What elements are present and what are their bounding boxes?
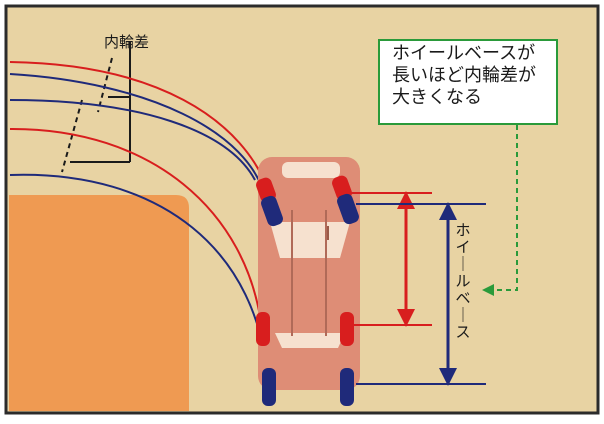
rear-left-wheel-long bbox=[262, 368, 276, 406]
wheelbase-char: ホ bbox=[455, 221, 471, 239]
front-inner-track bbox=[9, 127, 263, 331]
car-body bbox=[258, 157, 360, 390]
rear-outer-track bbox=[9, 99, 256, 181]
callout-line-2: 長いほど内輪差が bbox=[392, 65, 536, 86]
wheelbase-char: ｜ bbox=[455, 306, 471, 324]
car-windshield bbox=[270, 222, 350, 258]
wheelbase-char: ス bbox=[455, 323, 471, 341]
rear-right-wheel-long bbox=[340, 368, 354, 406]
car bbox=[258, 157, 360, 390]
car-rear-window bbox=[275, 333, 345, 348]
wheelbase-label: ホ イ ｜ ル ベ ｜ ス bbox=[452, 222, 474, 341]
wheelbase-char: ベ bbox=[455, 289, 471, 307]
wheelbase-char: ル bbox=[455, 272, 471, 290]
rear-outer-track-2 bbox=[9, 73, 267, 201]
callout-box: ホイールベースが 長いほど内輪差が 大きくなる bbox=[378, 39, 558, 125]
front-left-wheel bbox=[261, 195, 283, 227]
wheelbase-char: イ bbox=[455, 238, 471, 256]
sidewalk-block bbox=[9, 195, 189, 411]
callout-pointer bbox=[482, 125, 518, 296]
dashed-guide-1 bbox=[97, 57, 113, 113]
front-outer-track bbox=[9, 61, 273, 201]
inner-wheel-difference-label: 内輪差 bbox=[104, 33, 150, 51]
front-right-wheel bbox=[337, 193, 359, 225]
wheelbase-char: ｜ bbox=[455, 255, 471, 273]
callout-line-3: 大きくなる bbox=[392, 87, 482, 108]
rear-left-wheel-short bbox=[256, 312, 270, 346]
callout-line-1: ホイールベースが bbox=[392, 43, 536, 64]
car-hood bbox=[282, 162, 340, 178]
dashed-guide-2 bbox=[61, 99, 83, 173]
rear-right-wheel-short bbox=[340, 312, 354, 346]
